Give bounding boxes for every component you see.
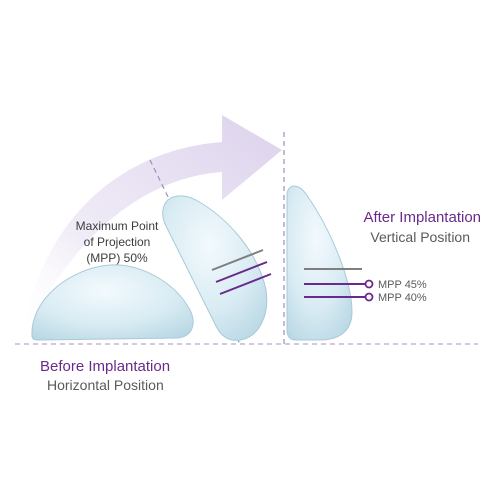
mpp45-marker-dot xyxy=(364,279,374,289)
implant-horizontal xyxy=(31,264,194,341)
tilted-mpp50-line xyxy=(211,249,264,271)
before-subtitle: Horizontal Position xyxy=(47,377,164,393)
mpp-caption-line2: of Projection xyxy=(84,235,151,249)
mpp-caption-line3: (MPP) 50% xyxy=(86,251,148,265)
tilted-mpp40-line xyxy=(219,273,272,295)
before-title: Before Implantation xyxy=(40,358,170,375)
mpp40-label: MPP 40% xyxy=(378,292,427,304)
after-title: After Implantation xyxy=(363,209,481,226)
mpp40-marker-dot xyxy=(364,292,374,302)
implant-vertical xyxy=(286,185,353,341)
tilted-mpp45-line xyxy=(215,261,268,283)
rotation-arrow xyxy=(22,115,282,340)
mpp45-label: MPP 45% xyxy=(378,279,427,291)
after-subtitle: Vertical Position xyxy=(370,229,470,245)
mpp-caption-line1: Maximum Point xyxy=(76,219,159,233)
